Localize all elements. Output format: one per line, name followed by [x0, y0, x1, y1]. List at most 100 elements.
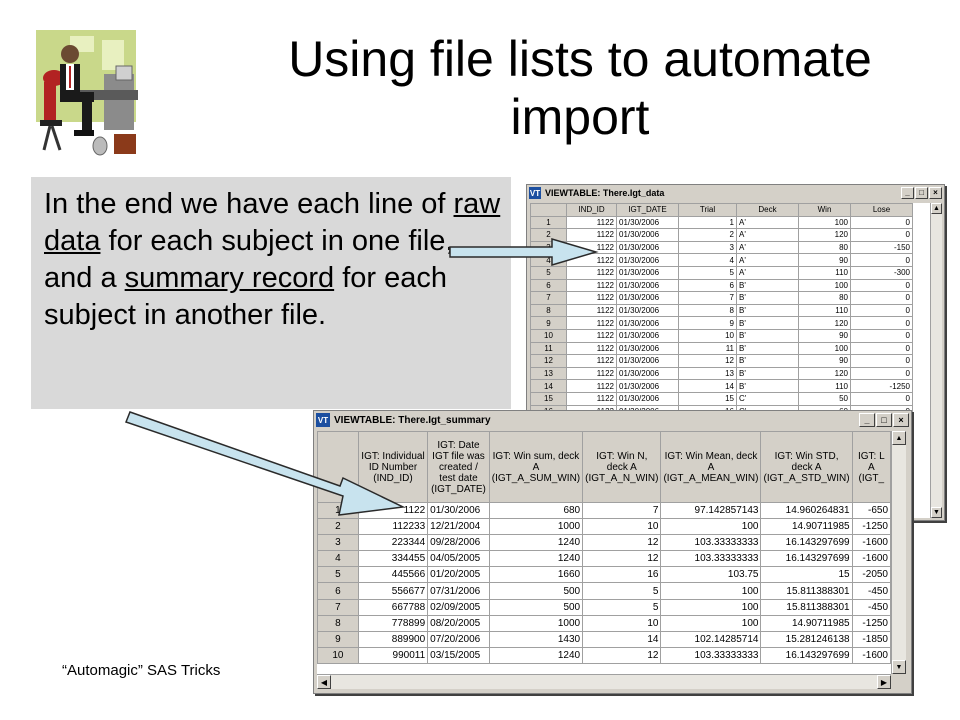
close-button[interactable]: ×: [893, 413, 909, 427]
table-cell[interactable]: 10: [678, 328, 737, 343]
scroll-up-arrow-icon[interactable]: ▲: [931, 203, 942, 214]
table-cell[interactable]: 14.90711985: [760, 614, 853, 632]
table-cell[interactable]: 1000: [488, 518, 584, 536]
column-header[interactable]: IGT: Individual ID Number (IND_ID): [357, 431, 429, 503]
table-cell[interactable]: 1122: [566, 291, 617, 305]
close-button[interactable]: ×: [929, 187, 942, 199]
table-cell[interactable]: 3: [678, 240, 737, 255]
table-cell[interactable]: 0: [850, 354, 913, 368]
table-cell[interactable]: 1122: [566, 328, 617, 343]
table-cell[interactable]: 1000: [488, 614, 584, 632]
scroll-down-arrow-icon[interactable]: ▼: [931, 507, 942, 518]
table-cell[interactable]: 01/30/2006: [616, 303, 679, 318]
table-cell[interactable]: 1122: [357, 501, 429, 520]
table-cell[interactable]: 100: [660, 582, 762, 600]
table-cell[interactable]: 103.33333333: [660, 534, 762, 552]
table-cell[interactable]: 223344: [357, 534, 429, 552]
table-cell[interactable]: 01/20/2005: [427, 566, 490, 584]
table-cell[interactable]: 90: [798, 253, 851, 267]
table-cell[interactable]: 14: [582, 630, 662, 648]
table-cell[interactable]: -450: [851, 582, 891, 600]
column-header[interactable]: IGT: Win sum, deck A (IGT_A_SUM_WIN): [488, 431, 584, 503]
table-cell[interactable]: 16.143297699: [760, 550, 853, 568]
table-cell[interactable]: -1250: [851, 614, 891, 632]
row-number[interactable]: 10: [530, 328, 567, 343]
column-header[interactable]: IGT: Win STD, deck A (IGT_A_STD_WIN): [760, 431, 853, 503]
table-cell[interactable]: B': [736, 379, 799, 393]
scroll-left-arrow-icon[interactable]: ◀: [317, 675, 331, 689]
column-header[interactable]: Trial: [678, 203, 737, 217]
table-cell[interactable]: A': [736, 215, 799, 230]
row-number[interactable]: 8: [317, 614, 359, 632]
table-cell[interactable]: 0: [850, 278, 913, 293]
table-cell[interactable]: A': [736, 253, 799, 267]
table-cell[interactable]: B': [736, 316, 799, 330]
table-cell[interactable]: -1250: [850, 379, 913, 393]
table-cell[interactable]: 80: [798, 240, 851, 255]
table-cell[interactable]: 100: [660, 598, 762, 616]
table-cell[interactable]: 0: [850, 391, 913, 406]
row-number[interactable]: 6: [530, 278, 567, 293]
table-cell[interactable]: 110: [798, 265, 851, 280]
table-cell[interactable]: 1122: [566, 265, 617, 280]
table-cell[interactable]: 15: [678, 391, 737, 406]
table-cell[interactable]: 9: [678, 316, 737, 330]
table-cell[interactable]: C': [736, 391, 799, 406]
row-number[interactable]: 10: [317, 646, 359, 664]
table-cell[interactable]: 1122: [566, 303, 617, 318]
table-cell[interactable]: 0: [850, 341, 913, 356]
table-cell[interactable]: 1122: [566, 341, 617, 356]
row-number[interactable]: 8: [530, 303, 567, 318]
table-cell[interactable]: 97.142857143: [660, 501, 762, 520]
table-cell[interactable]: 80: [798, 291, 851, 305]
column-header[interactable]: Deck: [736, 203, 799, 217]
table-cell[interactable]: 16: [582, 566, 662, 584]
window-titlebar[interactable]: VT VIEWTABLE: There.Igt_data _ □ ×: [527, 185, 944, 201]
table-cell[interactable]: 14.960264831: [760, 501, 853, 520]
table-cell[interactable]: 5: [582, 582, 662, 600]
table-cell[interactable]: 0: [850, 228, 913, 242]
table-cell[interactable]: -1600: [851, 646, 891, 664]
table-cell[interactable]: 01/30/2006: [616, 366, 679, 381]
table-cell[interactable]: 778899: [357, 614, 429, 632]
table-cell[interactable]: 01/30/2006: [616, 291, 679, 305]
table-cell[interactable]: -1600: [851, 534, 891, 552]
table-cell[interactable]: 0: [850, 366, 913, 381]
table-cell[interactable]: 11: [678, 341, 737, 356]
table-cell[interactable]: B': [736, 303, 799, 318]
table-cell[interactable]: 01/30/2006: [616, 253, 679, 267]
table-cell[interactable]: 01/30/2006: [616, 265, 679, 280]
scroll-up-arrow-icon[interactable]: ▲: [892, 431, 906, 445]
row-number[interactable]: 5: [317, 566, 359, 584]
table-cell[interactable]: 2: [678, 228, 737, 242]
column-header[interactable]: IGT: Date IGT file was created / test da…: [427, 431, 490, 503]
table-cell[interactable]: -300: [850, 265, 913, 280]
table-cell[interactable]: A': [736, 240, 799, 255]
table-cell[interactable]: 1122: [566, 240, 617, 255]
table-cell[interactable]: 1240: [488, 550, 584, 568]
table-cell[interactable]: 1122: [566, 316, 617, 330]
table-cell[interactable]: -1850: [851, 630, 891, 648]
table-cell[interactable]: 100: [798, 278, 851, 293]
row-number[interactable]: 2: [530, 228, 567, 242]
table-cell[interactable]: 500: [488, 598, 584, 616]
table-cell[interactable]: 100: [798, 341, 851, 356]
table-cell[interactable]: 12: [582, 550, 662, 568]
table-cell[interactable]: 100: [798, 215, 851, 230]
table-cell[interactable]: 4: [678, 253, 737, 267]
scroll-right-arrow-icon[interactable]: ▶: [877, 675, 891, 689]
table-cell[interactable]: 13: [678, 366, 737, 381]
table-cell[interactable]: 01/30/2006: [616, 240, 679, 255]
row-number[interactable]: 5: [530, 265, 567, 280]
minimize-button[interactable]: _: [859, 413, 875, 427]
